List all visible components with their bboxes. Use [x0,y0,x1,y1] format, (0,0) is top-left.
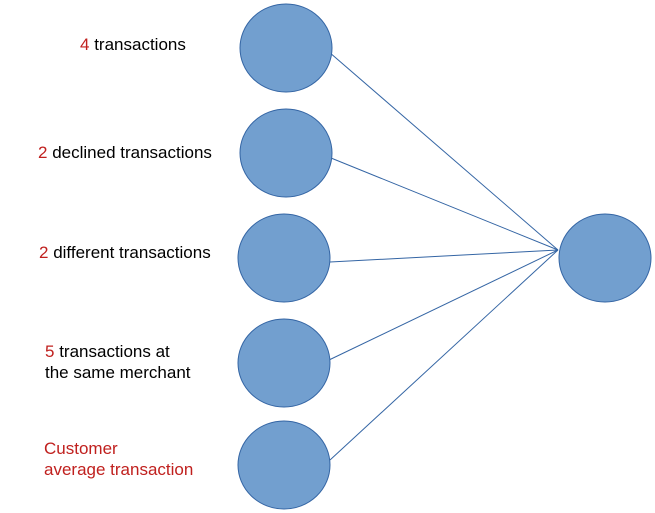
input-node-2 [239,108,333,198]
edge-input-3 [329,249,559,263]
edges [328,51,559,461]
input-label-5-line-2: average transaction [44,460,194,479]
edge-input-1 [328,51,559,251]
input-label-3-number: 2 [39,243,49,262]
input-label-1-number: 4 [80,35,90,54]
input-label-2: 2 declined transactions [38,142,212,163]
input-node-5 [237,420,331,510]
input-label-1-text: transactions [94,35,186,54]
input-label-4: 5 transactions at the same merchant [45,341,191,383]
input-label-2-number: 2 [38,143,48,162]
input-label-4-line-2: the same merchant [45,363,191,382]
input-label-4-line-1: 5 transactions at [45,341,191,362]
edge-input-4 [328,249,559,361]
edge-input-2 [330,157,559,251]
input-label-5: Customer average transaction [44,438,193,480]
input-label-4-number: 5 [45,342,55,361]
input-label-4-text: transactions at [59,342,170,361]
edge-input-5 [329,249,559,461]
input-node-3 [237,213,331,303]
input-node-4 [237,318,331,408]
input-label-2-text: declined transactions [52,143,212,162]
output-node [558,213,652,303]
input-label-3: 2 different transactions [39,242,211,263]
input-node-1 [239,3,333,93]
input-label-3-text: different transactions [53,243,211,262]
nodes [237,3,652,510]
input-label-1: 4 transactions [80,34,186,55]
input-label-5-line-1: Customer [44,439,118,458]
